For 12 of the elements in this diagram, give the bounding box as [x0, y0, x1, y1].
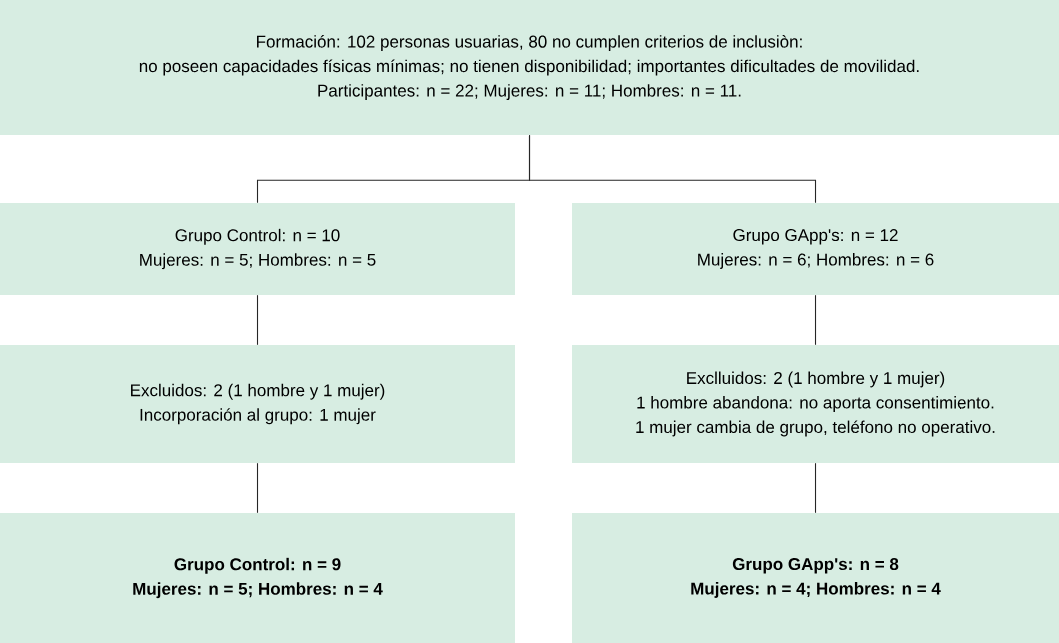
- flow-box: Formación: 102 personas usuarias, 80 no cumplen criterios de inclusiòn: no poseen capacidades físicas mínimas; no tienen disponibilidad; importantes dificultades de movilidad. Participantes: n = 22; Mujeres: n = 11; Hombres: n = 11.: [0, 0, 1059, 135]
- flow-box: Grupo Control: n = 10 Mujeres: n = 5; Hombres: n = 5: [0, 203, 515, 295]
- flow-box: Grupo GApp's: n = 12 Mujeres: n = 6; Hombres: n = 6: [572, 203, 1059, 295]
- flow-box: Excluidos: 2 (1 hombre y 1 mujer) Incorporación al grupo: 1 mujer: [0, 345, 515, 463]
- flow-box: Exclluidos: 2 (1 hombre y 1 mujer) 1 hombre abandona: no aporta consentimiento. 1 mujer cambia de grupo, teléfono no operativo.: [572, 345, 1059, 463]
- connector-line: [256, 294, 259, 346]
- connector-line: [814, 294, 817, 346]
- connector-line: [814, 462, 817, 514]
- flow-box: Grupo Control: n = 9 Mujeres: n = 5; Hombres: n = 4: [0, 513, 515, 643]
- connector-line: [528, 134, 817, 204]
- flow-box: Grupo GApp's: n = 8 Mujeres: n = 4; Hombres: n = 4: [572, 513, 1059, 643]
- connector-line: [256, 462, 259, 514]
